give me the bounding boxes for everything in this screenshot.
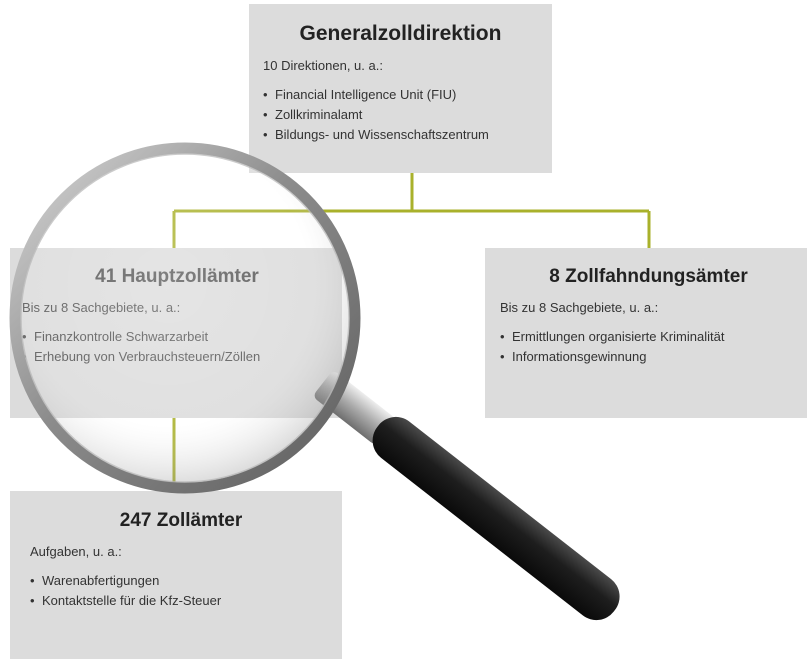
zollaemter-subtitle: Aufgaben, u. a.: xyxy=(30,544,122,559)
zollaemter-title: 247 Zollämter xyxy=(119,510,243,531)
list-item: Informationsgewinnung xyxy=(500,347,797,367)
hauptzollaemter-list: Finanzkontrolle Schwarzarbeit Erhebung v… xyxy=(22,327,332,367)
list-item: Ermittlungen organisierte Kriminalität xyxy=(500,327,797,347)
zollaemter-box: 247 Zollämter Aufgaben, u. a.: Warenabfe… xyxy=(10,491,342,659)
zollaemter-list: Warenabfertigungen Kontaktstelle für die… xyxy=(30,571,332,611)
list-item: Finanzkontrolle Schwarzarbeit xyxy=(22,327,332,347)
hauptzollaemter-box: 41 Hauptzollämter Bis zu 8 Sachgebiete, … xyxy=(10,248,342,418)
hauptzollaemter-subtitle: Bis zu 8 Sachgebiete, u. a.: xyxy=(22,300,181,315)
hauptzollaemter-title: 41 Hauptzollämter xyxy=(95,266,259,287)
generalzolldirektion-title: Generalzolldirektion xyxy=(299,22,502,45)
zollfahndungsaemter-subtitle: Bis zu 8 Sachgebiete, u. a.: xyxy=(500,300,659,315)
list-item: Financial Intelligence Unit (FIU) xyxy=(263,85,538,105)
zollfahndungsaemter-box: 8 Zollfahndungsämter Bis zu 8 Sachgebiet… xyxy=(485,248,807,418)
generalzolldirektion-list: Financial Intelligence Unit (FIU) Zollkr… xyxy=(263,85,538,145)
generalzolldirektion-subtitle: 10 Direktionen, u. a.: xyxy=(263,58,383,73)
list-item: Bildungs- und Wissenschaftszentrum xyxy=(263,125,538,145)
zollfahndungsaemter-list: Ermittlungen organisierte Kriminalität I… xyxy=(500,327,797,367)
zollfahndungsaemter-title: 8 Zollfahndungsämter xyxy=(549,266,748,287)
list-item: Zollkriminalamt xyxy=(263,105,538,125)
generalzolldirektion-box: Generalzolldirektion 10 Direktionen, u. … xyxy=(249,4,552,173)
list-item: Kontaktstelle für die Kfz-Steuer xyxy=(30,591,332,611)
list-item: Warenabfertigungen xyxy=(30,571,332,591)
list-item: Erhebung von Verbrauchsteuern/Zöllen xyxy=(22,347,332,367)
